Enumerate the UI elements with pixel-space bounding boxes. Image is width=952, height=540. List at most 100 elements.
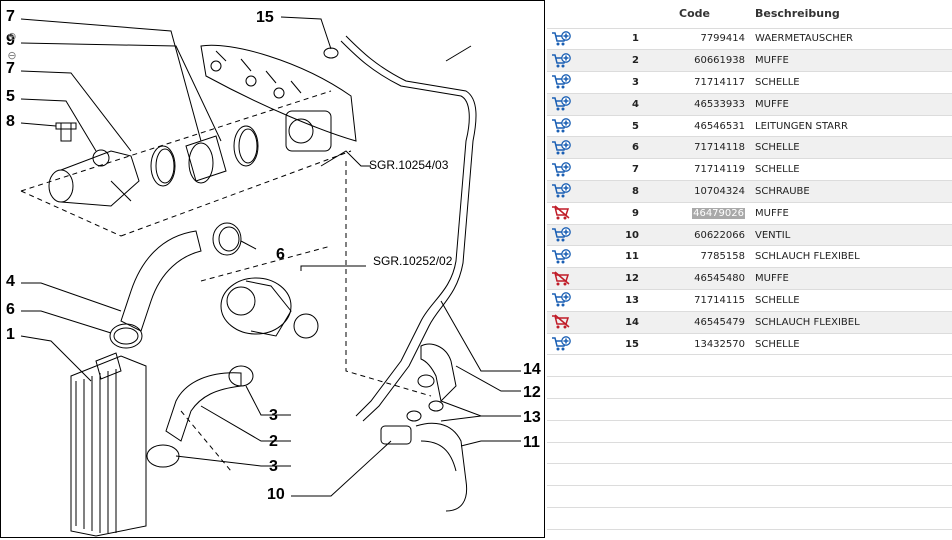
add-to-cart-icon[interactable]: [547, 245, 581, 269]
header-icon: [547, 0, 581, 29]
empty-cell: [547, 463, 952, 487]
part-code-text: 60622066: [694, 229, 745, 241]
part-description: SCHELLE: [751, 136, 952, 160]
diagram-drawing: 7 9 7 5 8 15 4 6 1 6 3 2 3 10 14 12 13 1…: [6, 8, 541, 537]
reference-label-2: SGR.10252/02: [373, 254, 453, 268]
empty-cell: [547, 507, 952, 530]
callout-13: 13: [523, 409, 541, 426]
add-to-cart-icon[interactable]: [547, 289, 581, 312]
unavailable-cart-icon[interactable]: [547, 202, 581, 225]
part-code-text: 7785158: [700, 251, 745, 263]
part-number: 3: [581, 71, 639, 94]
unavailable-cart-icon[interactable]: [547, 311, 581, 334]
callout-10: 10: [267, 486, 285, 503]
part-description: LEITUNGEN STARR: [751, 115, 952, 138]
part-description: MUFFE: [751, 267, 952, 291]
add-to-cart-icon[interactable]: [547, 49, 581, 73]
part-description: VENTIL: [751, 224, 952, 247]
empty-row: [547, 398, 952, 421]
part-description: WAERMETAUSCHER: [751, 28, 952, 51]
part-description: SCHRAUBE: [751, 180, 952, 203]
header-code[interactable]: Code: [639, 0, 751, 29]
part-code-text: 71714118: [694, 142, 745, 154]
part-code: 13432570: [639, 333, 751, 356]
part-code-text: 46479026: [692, 207, 745, 219]
add-to-cart-icon[interactable]: [547, 158, 581, 182]
part-description: MUFFE: [751, 202, 952, 225]
zoom-out-icon[interactable]: ⊖: [7, 48, 17, 62]
add-to-cart-icon[interactable]: [547, 71, 581, 94]
header-description[interactable]: Beschreibung: [751, 0, 952, 29]
reference-label-1: SGR.10254/03: [369, 158, 449, 172]
add-to-cart-icon[interactable]: [547, 136, 581, 160]
empty-cell: [547, 485, 952, 509]
part-code-text: 10704324: [694, 185, 745, 197]
add-to-cart-icon[interactable]: [547, 115, 581, 138]
part-code: 71714118: [639, 136, 751, 160]
part-number: 14: [581, 311, 639, 334]
part-code-text: 46533933: [694, 98, 745, 110]
part-number: 12: [581, 267, 639, 291]
empty-cell: [547, 354, 952, 378]
callout-7-top: 7: [6, 8, 15, 25]
empty-row: [547, 354, 952, 378]
add-to-cart-icon[interactable]: [547, 93, 581, 116]
callout-6-upper: 6: [276, 246, 285, 263]
part-code-text: 71714119: [694, 164, 745, 176]
callout-6-lower: 6: [6, 301, 15, 318]
callout-14: 14: [523, 361, 541, 378]
callout-15: 15: [256, 9, 274, 26]
part-code: 7785158: [639, 245, 751, 269]
part-description: SCHELLE: [751, 333, 952, 356]
part-number: 13: [581, 289, 639, 312]
part-number: 9: [581, 202, 639, 225]
table-row[interactable]: 10 60622066 VENTIL: [547, 224, 952, 247]
part-code: 10704324: [639, 180, 751, 203]
part-description: SCHELLE: [751, 71, 952, 94]
empty-cell: [547, 376, 952, 400]
part-description: SCHELLE: [751, 289, 952, 312]
add-to-cart-icon[interactable]: [547, 333, 581, 356]
part-number: 8: [581, 180, 639, 203]
zoom-in-icon[interactable]: ⊕: [7, 29, 17, 43]
add-to-cart-icon[interactable]: [547, 224, 581, 247]
callout-8: 8: [6, 113, 15, 130]
callout-9: 9: [6, 32, 15, 49]
empty-row: [547, 485, 952, 509]
table-row[interactable]: 9 46479026 MUFFE: [547, 202, 952, 225]
part-number: 10: [581, 224, 639, 247]
add-to-cart-icon[interactable]: [547, 28, 581, 51]
part-code-text: 7799414: [700, 33, 745, 45]
callout-11: 11: [523, 434, 540, 451]
exploded-parts-diagram[interactable]: 7 9 7 5 8 15 4 6 1 6 3 2 3 10 14 12 13 1…: [0, 0, 545, 538]
empty-row: [547, 442, 952, 465]
part-code: 46546531: [639, 115, 751, 138]
empty-row: [547, 420, 952, 443]
callout-3-upper: 3: [269, 407, 278, 424]
callout-3-lower: 3: [269, 458, 278, 475]
part-code: 71714119: [639, 158, 751, 182]
part-number: 7: [581, 158, 639, 182]
unavailable-cart-icon[interactable]: [547, 267, 581, 291]
table-row[interactable]: 8 10704324 SCHRAUBE: [547, 180, 952, 203]
part-code-text: 46546531: [694, 120, 745, 132]
part-code: 60622066: [639, 224, 751, 247]
part-code: 71714115: [639, 289, 751, 312]
add-to-cart-icon[interactable]: [547, 180, 581, 203]
part-code: 71714117: [639, 71, 751, 94]
part-code-text: 60661938: [694, 55, 745, 67]
part-code: 46545480: [639, 267, 751, 291]
